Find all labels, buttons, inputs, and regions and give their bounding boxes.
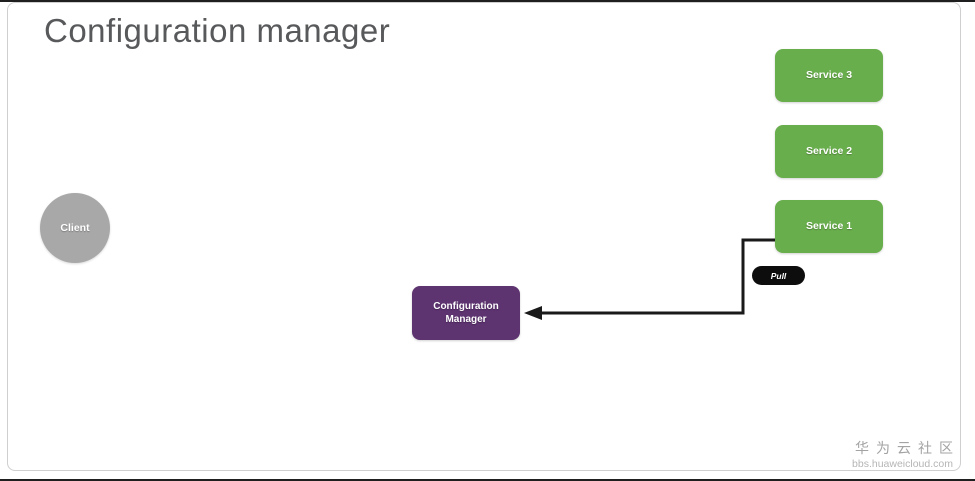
service-1-node: Service 1 (775, 200, 883, 253)
service-1-label: Service 1 (805, 220, 853, 233)
service-2-node: Service 2 (775, 125, 883, 178)
pull-badge-label: Pull (770, 270, 787, 281)
watermark: 华为云社区 bbs.huaweicloud.com (852, 440, 953, 471)
top-border-line (0, 0, 975, 2)
service-3-label: Service 3 (805, 69, 853, 82)
watermark-community-text: 华为云社区 (855, 440, 960, 457)
watermark-site-text: bbs.huaweicloud.com (852, 457, 953, 470)
client-label: Client (60, 221, 90, 234)
service-2-label: Service 2 (805, 145, 853, 158)
service-3-node: Service 3 (775, 49, 883, 102)
pull-badge: Pull (752, 266, 805, 285)
configuration-manager-node: Configuration Manager (412, 286, 520, 340)
client-node: Client (40, 193, 110, 263)
page-title: Configuration manager (44, 12, 391, 49)
configuration-manager-label: Configuration Manager (433, 300, 499, 326)
bottom-border-line (0, 479, 975, 481)
